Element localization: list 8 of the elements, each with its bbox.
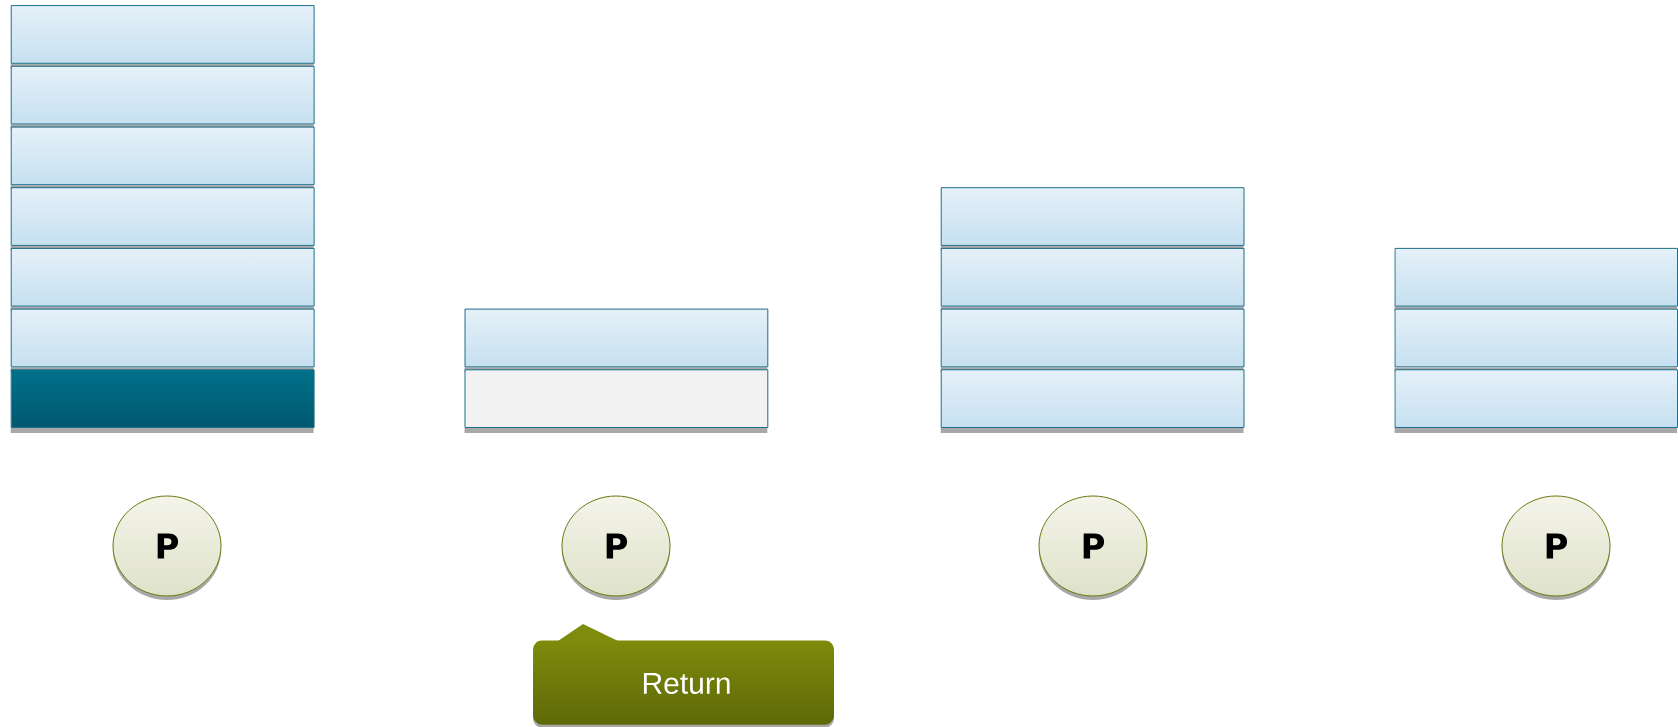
stack-block: [464, 369, 769, 433]
stack-block: [940, 187, 1245, 251]
stack-block: [940, 369, 1245, 433]
stack-block: [10, 187, 315, 251]
stack-block: [10, 369, 315, 433]
stack-block: [1394, 369, 1678, 433]
stack-block: [10, 5, 315, 69]
callout-box: Return: [533, 624, 834, 727]
